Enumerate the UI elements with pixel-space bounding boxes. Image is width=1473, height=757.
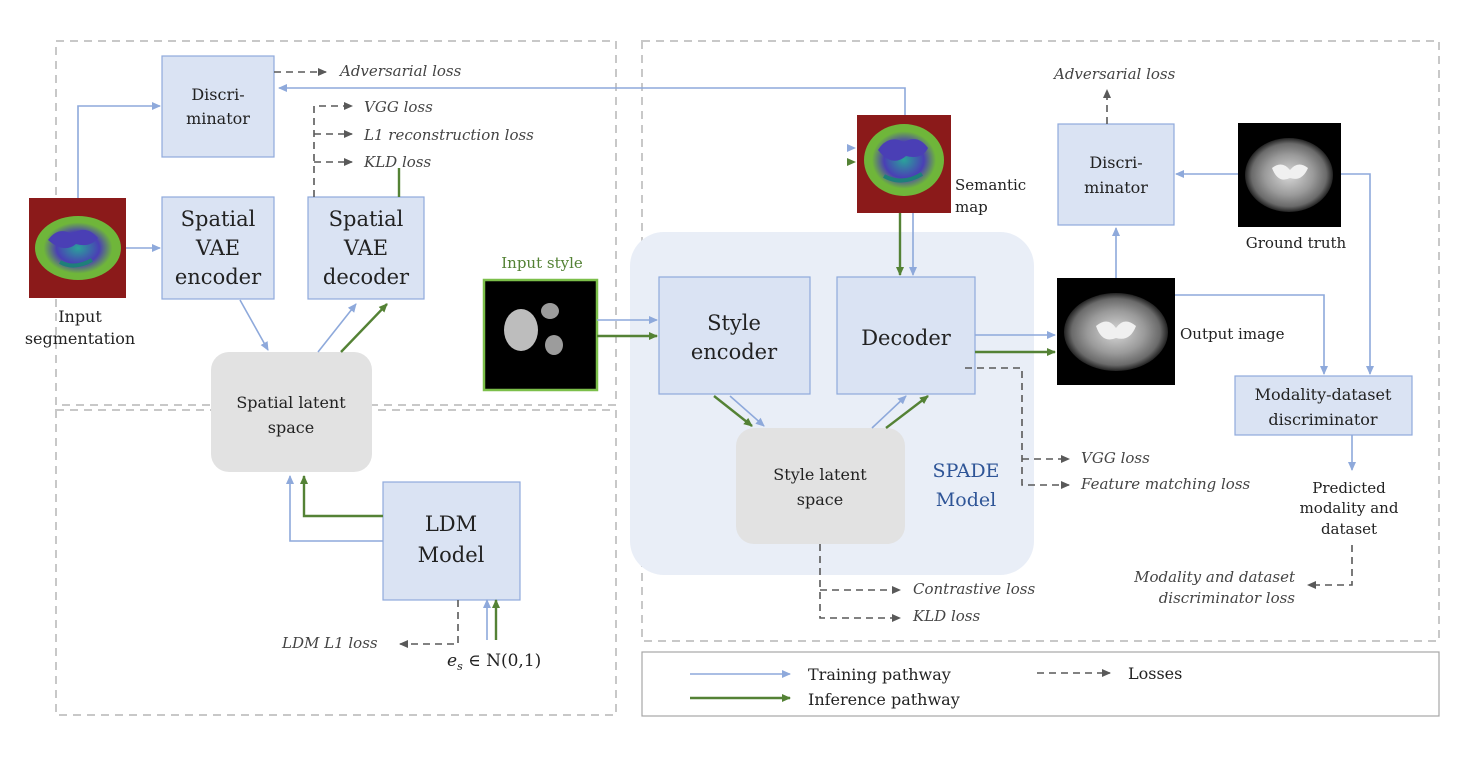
noise-label: es ∈ N(0,1) xyxy=(447,651,541,673)
mdd-line1: Modality-dataset xyxy=(1255,385,1392,404)
loss-vgg-right: VGG loss xyxy=(1081,449,1150,467)
legend: Training pathway Inference pathway Losse… xyxy=(690,664,1182,709)
discriminator-left-line2: minator xyxy=(186,109,250,128)
vae-decoder-line1: Spatial xyxy=(329,207,404,231)
spatial-latent-space: Spatial latent space xyxy=(211,352,372,472)
loss-adversarial-right: Adversarial loss xyxy=(1052,65,1176,83)
input-segmentation-image xyxy=(29,198,126,298)
loss-kld-bottom: KLD loss xyxy=(912,607,980,625)
training-arrows xyxy=(77,84,1374,640)
style-latent-space: Style latent space xyxy=(736,428,905,544)
predicted-line3: dataset xyxy=(1321,520,1377,538)
input-style-image xyxy=(482,278,599,392)
encoder-line1: Spatial xyxy=(181,207,256,231)
modality-dataset-discriminator: Modality-dataset discriminator xyxy=(1234,375,1413,436)
spatial-vae-encoder: Spatial VAE encoder xyxy=(161,196,275,300)
style-latent-line1: Style latent xyxy=(773,465,867,484)
input-segmentation-line1: Input xyxy=(58,307,102,326)
inference-arrows xyxy=(300,168,1056,640)
decoder: Decoder xyxy=(836,276,976,395)
spade-model-line1: SPADE xyxy=(933,460,1000,482)
ldm-line1: LDM xyxy=(425,512,477,536)
legend-box xyxy=(641,651,1440,717)
spatial-latent-line1: Spatial latent xyxy=(236,393,346,412)
loss-arrows xyxy=(274,68,1353,648)
input-style-label: Input style xyxy=(501,254,583,272)
ground-truth-label: Ground truth xyxy=(1246,234,1347,252)
spatial-latent-line2: space xyxy=(268,418,314,437)
ldm-model: LDM Model xyxy=(382,481,521,601)
semantic-map-image xyxy=(857,115,951,213)
loss-vgg-left: VGG loss xyxy=(364,98,433,116)
spatial-vae-decoder: Spatial VAE decoder xyxy=(307,196,425,300)
legend-training-label: Training pathway xyxy=(808,665,951,684)
loss-adversarial-left: Adversarial loss xyxy=(338,62,462,80)
loss-feature-matching: Feature matching loss xyxy=(1080,475,1251,493)
encoder-line3: encoder xyxy=(175,265,262,289)
decoder-label: Decoder xyxy=(861,326,952,350)
loss-modality-dataset-line2: discriminator loss xyxy=(1159,589,1296,607)
legend-losses-label: Losses xyxy=(1128,664,1182,683)
semantic-map-line1: Semantic xyxy=(955,176,1026,194)
style-encoder: Style encoder xyxy=(658,276,811,395)
loss-contrastive: Contrastive loss xyxy=(913,580,1035,598)
discriminator-left-line1: Discri- xyxy=(191,85,244,104)
style-encoder-line1: Style xyxy=(707,311,761,335)
legend-inference-label: Inference pathway xyxy=(808,690,960,709)
style-encoder-line2: encoder xyxy=(691,340,778,364)
loss-ldm-l1: LDM L1 loss xyxy=(281,634,378,652)
style-latent-line2: space xyxy=(797,490,843,509)
discriminator-left: Discri- minator xyxy=(161,55,275,158)
input-segmentation-line2: segmentation xyxy=(25,329,135,348)
output-image-label: Output image xyxy=(1180,325,1285,343)
discriminator-right-line1: Discri- xyxy=(1089,153,1142,172)
loss-modality-dataset-line1: Modality and dataset xyxy=(1133,568,1296,586)
discriminator-right-line2: minator xyxy=(1084,178,1148,197)
vae-decoder-line3: decoder xyxy=(323,265,410,289)
semantic-map-line2: map xyxy=(955,198,988,216)
ldm-line2: Model xyxy=(418,543,485,567)
predicted-line2: modality and xyxy=(1300,499,1399,517)
predicted-line1: Predicted xyxy=(1312,479,1386,497)
ground-truth-image xyxy=(1238,123,1341,227)
loss-kld-left: KLD loss xyxy=(363,153,431,171)
encoder-line2: VAE xyxy=(195,236,240,260)
loss-l1-reconstruction: L1 reconstruction loss xyxy=(363,126,534,144)
mdd-line2: discriminator xyxy=(1268,410,1377,429)
vae-decoder-line2: VAE xyxy=(343,236,388,260)
output-image xyxy=(1057,278,1175,385)
spade-model-line2: Model xyxy=(936,489,996,511)
discriminator-right: Discri- minator xyxy=(1057,123,1175,226)
